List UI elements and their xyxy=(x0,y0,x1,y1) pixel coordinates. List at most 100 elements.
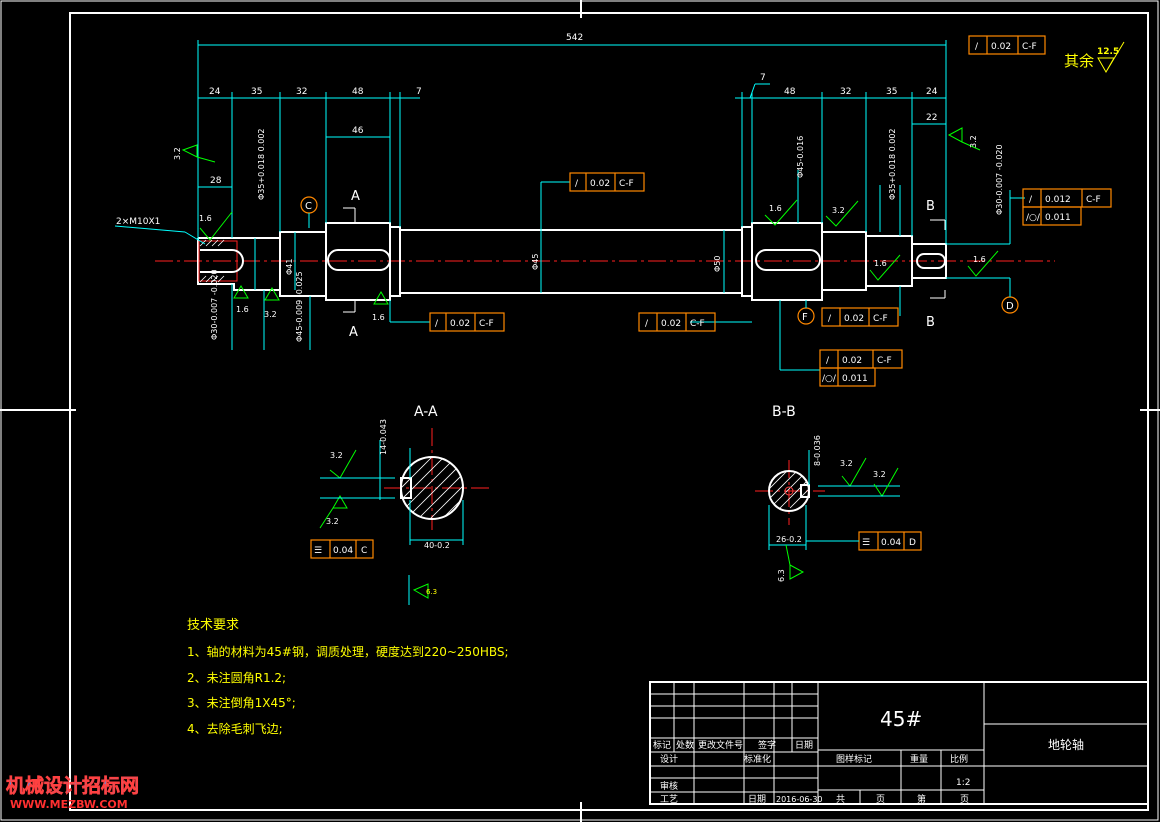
tb-date-value: 2016-06-30 xyxy=(776,795,823,804)
watermark: 机械设计招标网 WWW.MEZBW.COM xyxy=(6,774,140,811)
tol-r1-datum: C-F xyxy=(1086,195,1101,205)
section-aa-label: A-A xyxy=(414,404,438,420)
roughness-other-value: 12.5 xyxy=(1097,47,1119,57)
dim-7-right: 7 xyxy=(760,73,766,83)
dim-28: 28 xyxy=(210,176,222,186)
dim-dia50: Φ50 xyxy=(713,256,722,272)
roughness-3-2-c: 3.2 xyxy=(832,206,845,215)
tb-material: 45# xyxy=(880,707,922,731)
dim-35-right: 35 xyxy=(886,87,897,97)
bb-sym-icon: ☰ xyxy=(862,538,870,548)
roughness-3-2-d: 3.2 xyxy=(969,135,978,148)
tol-rm-datum: C-F xyxy=(873,314,888,324)
tb-mark: 标记 xyxy=(653,739,671,751)
tol-mid-val: 0.02 xyxy=(590,179,610,189)
dim-7-left: 7 xyxy=(416,87,422,97)
dim-24-right: 24 xyxy=(926,87,938,97)
tol-bl-sym: / xyxy=(435,319,439,329)
aa-width-dim: 14-0.043 xyxy=(379,419,388,455)
tb-no: 第 xyxy=(917,793,926,805)
cut-b-bottom: B xyxy=(926,315,935,330)
cut-a-bottom: A xyxy=(349,325,358,340)
tb-scale-label: 比例 xyxy=(950,753,968,765)
datum-markers: C F D xyxy=(300,196,1019,325)
tb-stage-mark: 图样标记 xyxy=(836,753,872,765)
requirement-2: 2、未注圆角R1.2; xyxy=(187,670,286,685)
requirements-title: 技术要求 xyxy=(187,618,239,633)
watermark-title: 机械设计招标网 xyxy=(6,774,139,797)
tol-rm-val: 0.02 xyxy=(844,314,864,324)
tb-standard: 标准化 xyxy=(744,753,771,765)
tol-top-val: 0.02 xyxy=(991,42,1011,52)
roughness-3-2-b: 3.2 xyxy=(264,310,277,319)
tb-review: 审核 xyxy=(660,780,678,792)
tb-doc: 更改文件号 xyxy=(698,739,743,751)
tol-bm-val: 0.02 xyxy=(661,319,681,329)
bb-roughness-63: 6.3 xyxy=(777,569,786,582)
dim-48-left: 48 xyxy=(352,87,364,97)
tb-page: 页 xyxy=(960,794,969,805)
title-block: 标记 处数 更改文件号 签字 日期 设计 标准化 审核 工艺 日期 2016-0… xyxy=(649,681,1149,805)
dim-dia30-left: Φ30-0.007 -0.020 xyxy=(210,269,219,340)
aa-roughness-top: 3.2 xyxy=(330,451,343,460)
section-bb-label: B-B xyxy=(772,404,796,420)
roughness-1-6-b: 1.6 xyxy=(236,305,249,314)
tb-date-label: 日期 xyxy=(748,794,766,805)
dim-24-left: 24 xyxy=(209,87,221,97)
cut-b-top: B xyxy=(926,199,935,214)
section-cut-markers: A A B B xyxy=(343,189,946,340)
tol-bm-datum: C-F xyxy=(690,319,705,329)
dim-dia45-right: Φ45-0.016 xyxy=(796,136,805,178)
dim-dia45: Φ45 xyxy=(531,254,540,270)
roughness-3-2-a: 3.2 xyxy=(173,147,182,160)
aa-roughness-bot: 3.2 xyxy=(326,517,339,526)
tb-count: 处数 xyxy=(676,739,694,751)
aa-tol-val: 0.04 xyxy=(333,546,353,556)
requirement-3: 3、未注倒角1X45°; xyxy=(187,695,296,710)
aa-roughness-63: 6.3 xyxy=(426,588,437,596)
datum-c: C xyxy=(305,201,312,212)
dim-dia41: Φ41 xyxy=(285,259,294,275)
bb-roughness-a: 3.2 xyxy=(840,459,853,468)
tb-design: 设计 xyxy=(660,753,678,765)
dim-35-left: 35 xyxy=(251,87,262,97)
datum-d: D xyxy=(1006,301,1014,312)
dim-thread: 2×M10X1 xyxy=(116,217,160,227)
roughness-1-6-c: 1.6 xyxy=(372,313,385,322)
bb-tol-datum: D xyxy=(909,538,916,548)
tol-top-datum: C-F xyxy=(1022,42,1037,52)
bb-roughness-b: 3.2 xyxy=(873,470,886,479)
tol-mid-sym: / xyxy=(575,179,579,189)
tol-r1-val: 0.012 xyxy=(1045,195,1071,205)
bb-depth-dim: 26-0.2 xyxy=(776,535,802,544)
roughness-other: 其余 12.5 xyxy=(1064,41,1125,74)
tb-date-h: 日期 xyxy=(795,740,813,751)
dim-22: 22 xyxy=(926,113,937,123)
tol-r1-sym: / xyxy=(1029,195,1033,205)
cut-a-top: A xyxy=(351,189,360,204)
tol-rm-sym: / xyxy=(828,314,832,324)
roughness-1-6-d: 1.6 xyxy=(769,204,782,213)
tolerance-frames: / 0.02 C-F / 0.02 C-F / 0.012 C-F /○/ 0.… xyxy=(429,35,1112,387)
section-bb: B-B 8-0.036 26-0.2 3.2 3.2 ☰ 0.04 D 6.3 xyxy=(755,404,922,582)
tol-top-sym: / xyxy=(975,42,979,52)
dim-dia35-right: Φ35+0.018 0.002 xyxy=(888,128,897,200)
tol-bl-datum: C-F xyxy=(479,319,494,329)
bb-width-dim: 8-0.036 xyxy=(813,435,822,466)
drawing-frame xyxy=(69,12,1149,811)
technical-requirements: 技术要求 1、轴的材料为45#钢，调质处理，硬度达到220~250HBS; 2、… xyxy=(187,618,509,736)
watermark-url: WWW.MEZBW.COM xyxy=(10,798,128,811)
tb-weight: 重量 xyxy=(910,753,928,765)
roughness-other-label: 其余 xyxy=(1064,52,1094,70)
tb-total: 共 xyxy=(836,794,845,805)
tol-bm-sym: / xyxy=(645,319,649,329)
dim-32-right: 32 xyxy=(840,87,851,97)
tol-bl-val: 0.02 xyxy=(450,319,470,329)
dimension-texts: 542 24 35 32 48 7 46 28 7 48 32 35 24 22… xyxy=(116,33,1004,342)
dim-dia30-right: Φ30-0.007 -0.020 xyxy=(995,144,1004,215)
tol-lo1-val: 0.02 xyxy=(842,356,862,366)
tb-craft: 工艺 xyxy=(660,794,678,805)
requirement-1: 1、轴的材料为45#钢，调质处理，硬度达到220~250HBS; xyxy=(187,644,509,659)
tb-sheets: 页 xyxy=(876,794,885,805)
